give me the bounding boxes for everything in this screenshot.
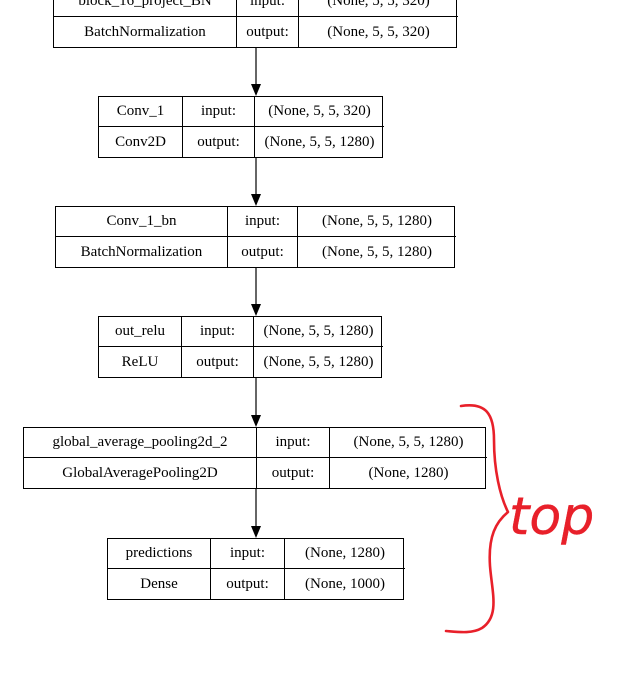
input-label: input:: [211, 539, 285, 569]
input-shape: (None, 5, 5, 320): [299, 0, 458, 17]
input-label: input:: [228, 207, 298, 237]
output-shape: (None, 5, 5, 1280): [264, 133, 375, 150]
input-shape: (None, 5, 5, 1280): [330, 428, 487, 458]
output-label: output:: [183, 127, 255, 157]
input-label: input:: [182, 317, 254, 347]
layer-name: predictions: [108, 539, 211, 569]
layer-name: block_16_project_BN: [54, 0, 237, 17]
layer-type: Conv2D: [99, 127, 183, 157]
arrowhead-icon: [251, 415, 261, 427]
input-shape: (None, 1280): [285, 539, 405, 569]
layer-type: BatchNormalization: [56, 237, 228, 267]
output-label: output:: [182, 347, 254, 377]
top-annotation-label: top: [509, 487, 594, 547]
output-label: output:: [237, 17, 299, 47]
output-shape: (None, 5, 5, 1280): [322, 243, 432, 260]
layer-type: ReLU: [99, 347, 182, 377]
input-label: input:: [257, 428, 330, 458]
arrowhead-icon: [251, 84, 261, 96]
input-label: input:: [183, 97, 255, 127]
output-label: output:: [228, 237, 298, 267]
layer-name: out_relu: [99, 317, 182, 347]
layer-type: GlobalAveragePooling2D: [24, 458, 257, 488]
output-shape: (None, 1000): [305, 575, 385, 592]
arrowhead-icon: [251, 304, 261, 316]
output-shape: (None, 5, 5, 320): [327, 23, 430, 40]
input-shape: (None, 5, 5, 1280): [298, 207, 456, 237]
layer-type: Dense: [108, 569, 211, 599]
layer-name: global_average_pooling2d_2: [24, 428, 257, 458]
output-shape: (None, 5, 5, 1280): [263, 353, 374, 370]
arrowhead-icon: [251, 194, 261, 206]
input-shape: (None, 5, 5, 1280): [254, 317, 383, 347]
output-shape: (None, 1280): [368, 464, 449, 481]
arrowhead-icon: [251, 526, 261, 538]
layer-name: Conv_1: [99, 97, 183, 127]
input-shape: (None, 5, 5, 320): [255, 97, 384, 127]
input-label: input:: [237, 0, 299, 17]
output-label: output:: [257, 458, 330, 488]
output-label: output:: [211, 569, 285, 599]
layer-name: Conv_1_bn: [56, 207, 228, 237]
layer-type: BatchNormalization: [54, 17, 237, 47]
